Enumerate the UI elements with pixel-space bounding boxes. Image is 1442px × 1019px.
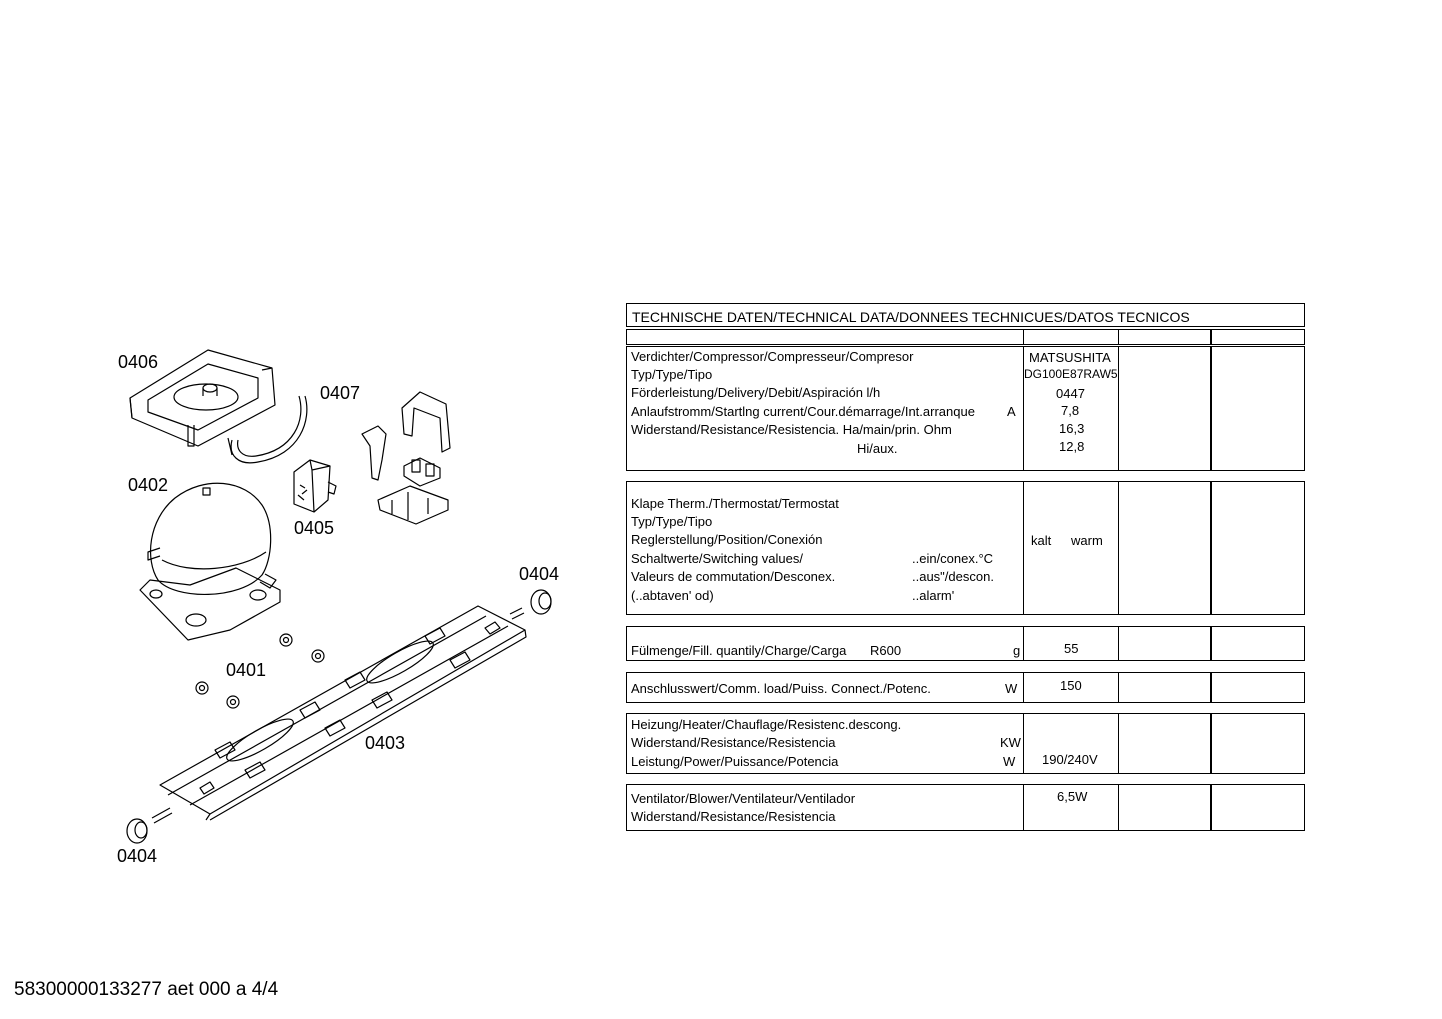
thermostat-warm: warm xyxy=(1071,533,1103,548)
tech-data-title-block: TECHNISCHE DATEN/TECHNICAL DATA/DONNEES … xyxy=(626,303,1305,327)
connected-load-label: Anschlusswert/Comm. load/Puiss. Connect.… xyxy=(631,681,931,696)
blower-value: 6,5W xyxy=(1057,789,1088,804)
thermostat-type-label: Typ/Type/Tipo xyxy=(631,514,713,529)
compressor-resistance-aux-label: Hi/aux. xyxy=(857,441,898,456)
compressor-label: Verdichter/Compressor/Compresseur/Compre… xyxy=(631,349,914,364)
connected-load-block: Anschlusswert/Comm. load/Puiss. Connect.… xyxy=(626,672,1305,703)
blower-resistance-label: Widerstand/Resistance/Resistencia xyxy=(631,809,836,824)
fill-quantity-label: Fülmenge/Fill. quantily/Charge/Carga xyxy=(631,643,847,658)
part-0401-grommets xyxy=(195,633,325,709)
part-0404-wheel-left xyxy=(126,807,173,844)
label-0402: 0402 xyxy=(128,475,169,495)
part-0404-wheel-right xyxy=(509,589,552,620)
document-id-footer: 58300000133277 aet 000 a 4/4 xyxy=(14,979,279,1000)
thermostat-kalt: kalt xyxy=(1031,533,1052,548)
blower-block: Ventilator/Blower/Ventilateur/Ventilador… xyxy=(626,784,1305,831)
compressor-delivery-label: Förderleistung/Delivery/Debit/Aspiración… xyxy=(631,385,881,400)
thermostat-defrost-label: (..abtaven' od) xyxy=(631,588,714,603)
fill-refrigerant: R600 xyxy=(870,643,902,658)
compressor-resistance-label: Widerstand/Resistance/Resistencia. Ha/ma… xyxy=(631,422,952,437)
thermostat-switching-off-label: ..aus"/descon. xyxy=(912,569,994,584)
heater-resistance-unit: KW xyxy=(1000,735,1021,750)
compressor-starting-current-value: 7,8 xyxy=(1061,403,1080,418)
compressor-type-label: Typ/Type/Tipo xyxy=(631,367,713,382)
connected-load-unit: W xyxy=(1005,681,1018,696)
heater-power-label: Leistung/Power/Puissance/Potencia xyxy=(631,754,839,769)
part-0402-compressor xyxy=(139,482,281,641)
thermostat-block: Klape Therm./Thermostat/Termostat Typ/Ty… xyxy=(626,481,1305,615)
label-0406: 0406 xyxy=(118,352,159,372)
heater-power-unit: W xyxy=(1003,754,1016,769)
fill-value: 55 xyxy=(1064,641,1079,656)
part-0403-rail xyxy=(159,605,527,821)
compressor-resistance-aux-value: 12,8 xyxy=(1059,439,1085,454)
blower-label: Ventilator/Blower/Ventilateur/Ventilador xyxy=(631,791,856,806)
part-0405-relay xyxy=(293,459,337,513)
label-0405: 0405 xyxy=(294,518,335,538)
heater-power-value: 190/240V xyxy=(1042,752,1098,767)
label-0404-left: 0404 xyxy=(117,846,158,866)
thermostat-switching-on-label: ..ein/conex.°C xyxy=(912,551,994,566)
compressor-starting-current-label: Anlaufstromm/Startlng current/Cour.démar… xyxy=(631,404,975,419)
thermostat-alarm-label: ..alarm' xyxy=(912,588,955,603)
thermostat-switching-label: Schaltwerte/Switching values/ xyxy=(631,551,803,566)
label-0404-right: 0404 xyxy=(519,564,560,584)
heater-label: Heizung/Heater/Chauflage/Resistenc.desco… xyxy=(631,717,902,732)
compressor-make-value: MATSUSHITA xyxy=(1029,350,1111,365)
fill-quantity-block: Fülmenge/Fill. quantily/Charge/Carga R60… xyxy=(626,626,1305,661)
fill-unit: g xyxy=(1013,643,1021,658)
thermostat-position-label: Reglerstellung/Position/Conexión xyxy=(631,532,823,547)
part-0407-tube xyxy=(230,395,308,464)
label-0403: 0403 xyxy=(365,733,406,753)
exploded-parts-drawing xyxy=(126,349,552,844)
heater-block: Heizung/Heater/Chauflage/Resistenc.desco… xyxy=(626,713,1305,774)
compressor-starting-current-unit: A xyxy=(1007,404,1016,419)
compressor-delivery-value: 0447 xyxy=(1056,386,1085,401)
tech-data-title: TECHNISCHE DATEN/TECHNICAL DATA/DONNEES … xyxy=(632,309,1190,325)
part-0406-cover-tray xyxy=(129,349,276,456)
connected-load-value: 150 xyxy=(1060,678,1082,693)
heater-resistance-label: Widerstand/Resistance/Resistencia xyxy=(631,735,836,750)
header-spacer-row xyxy=(626,329,1305,345)
part-clip-assembly xyxy=(361,391,451,525)
compressor-block: Verdichter/Compressor/Compresseur/Compre… xyxy=(626,346,1305,471)
compressor-resistance-main-value: 16,3 xyxy=(1059,421,1085,436)
thermostat-commutation-label: Valeurs de commutation/Desconex. xyxy=(631,569,836,584)
label-0401: 0401 xyxy=(226,660,267,680)
compressor-type-value: DG100E87RAW5 xyxy=(1024,367,1118,381)
label-0407: 0407 xyxy=(320,383,361,403)
thermostat-label: Klape Therm./Thermostat/Termostat xyxy=(631,496,839,511)
